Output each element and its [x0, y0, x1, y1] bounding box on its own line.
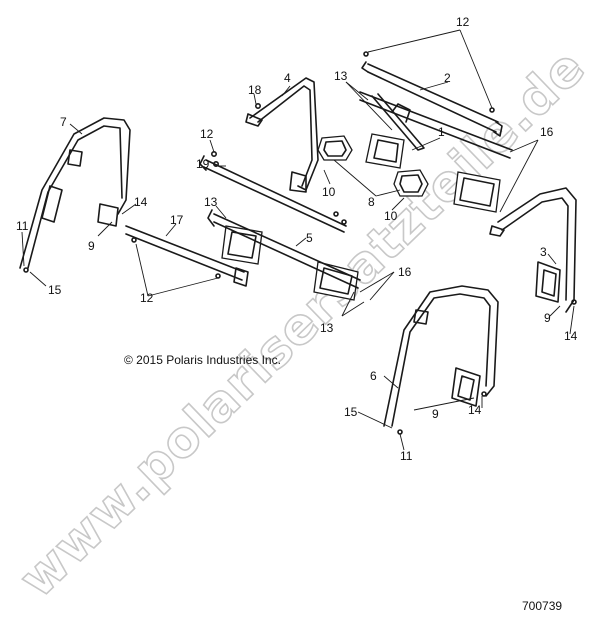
callout-6: 6	[370, 369, 377, 383]
callout-18: 18	[248, 83, 262, 97]
callout-11-right: 11	[400, 449, 413, 463]
callout-15-left: 15	[48, 283, 62, 297]
figure-number: 700739	[522, 599, 562, 613]
callout-9-left: 9	[88, 239, 95, 253]
leader-lines	[21, 29, 575, 451]
callout-1: 1	[438, 125, 445, 139]
callout-12-mid: 12	[200, 127, 214, 141]
watermark: www.polarisersatzteile.de	[8, 38, 596, 609]
callout-14-left: 14	[134, 195, 148, 209]
callout-3: 3	[540, 245, 547, 259]
callout-10-left: 10	[322, 185, 336, 199]
callout-8: 8	[368, 195, 375, 209]
callout-14-right: 14	[564, 329, 578, 343]
callout-16-top: 16	[540, 125, 554, 139]
callout-5: 5	[306, 231, 313, 245]
callout-11-left: 11	[16, 219, 29, 233]
callout-15-right: 15	[344, 405, 358, 419]
callout-2: 2	[444, 71, 451, 85]
part-4-rear-hoop	[245, 77, 319, 193]
part-2-rear-bar	[361, 61, 503, 137]
copyright-notice: © 2015 Polaris Industries Inc.	[124, 353, 281, 367]
callout-13-mid: 13	[204, 195, 218, 209]
callout-16-mid: 16	[398, 265, 412, 279]
callout-7: 7	[60, 115, 67, 129]
callout-19: 19	[196, 157, 210, 171]
part-5-middle-bar	[207, 209, 361, 289]
callout-10-right: 10	[384, 209, 398, 223]
callout-4: 4	[284, 71, 291, 85]
callout-13-top: 13	[334, 69, 348, 83]
part-6-right-hoop	[383, 285, 499, 427]
part-1-cross-bar	[359, 91, 513, 159]
part-17-lower-tube	[125, 225, 249, 287]
part-7-left-hoop	[19, 117, 131, 269]
part-19-rod	[199, 155, 347, 233]
callout-12-top: 12	[456, 15, 470, 29]
callout-9-right: 9	[544, 311, 551, 325]
callout-9-lower: 9	[432, 407, 439, 421]
callout-labels: 12 2 13 4 18 1 16 12 19 7 10 8 10 13 14 …	[16, 15, 578, 463]
callout-17: 17	[170, 213, 184, 227]
callout-13-low: 13	[320, 321, 334, 335]
callout-12-low: 12	[140, 291, 154, 305]
callout-14-lower: 14	[468, 403, 482, 417]
part-10-lamp	[317, 135, 429, 197]
